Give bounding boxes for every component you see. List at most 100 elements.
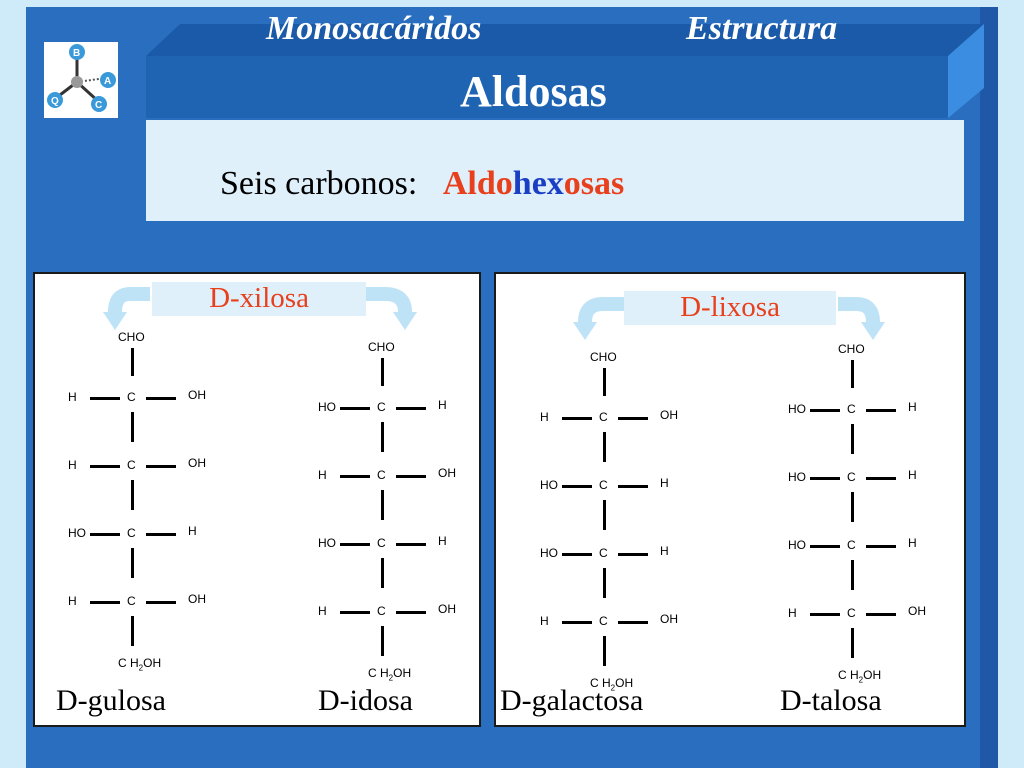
right-substituent: H [908,536,917,550]
header-left-text: Monosacáridos [266,10,482,47]
left-bond [340,543,370,546]
cho-label: CHO [838,342,865,356]
carbon-label: C [377,604,386,618]
left-substituent: H [540,410,549,424]
left-substituent: H [788,606,797,620]
left-substituent: H [318,604,327,618]
right-bond [146,533,176,536]
vertical-bond [131,412,134,442]
right-substituent: H [188,524,197,538]
left-bond [562,553,592,556]
left-substituent: H [318,468,327,482]
right-bond [396,543,426,546]
left-substituent: HO [788,470,806,484]
right-substituent: H [908,400,917,414]
left-bond [562,485,592,488]
right-substituent: OH [188,456,206,470]
left-substituent: HO [788,402,806,416]
carbon-label: C [847,402,856,416]
logo-letter-c: C [95,100,102,111]
right-bond [396,611,426,614]
left-substituent: HO [68,526,86,540]
left-bond [340,407,370,410]
right-substituent: H [438,534,447,548]
right-bond [866,409,896,412]
vertical-bond [131,480,134,510]
carbon-label: C [127,594,136,608]
header-right-text: Estructura [686,10,838,47]
ch2oh-label: C H2OH [368,666,412,683]
page-title: Aldosas [460,67,607,116]
vertical-bond [603,568,606,598]
vertical-bond [603,500,606,530]
right-substituent: OH [188,592,206,606]
left-substituent: H [540,614,549,628]
right-substituent: H [908,468,917,482]
cho-label: CHO [368,340,395,354]
right-bond [866,477,896,480]
vertical-bond [603,368,606,396]
carbon-label: C [599,546,608,560]
logo-letter-b: B [73,48,80,59]
carbon-label: C [377,536,386,550]
carbon-label: C [127,390,136,404]
header-3d-shape [146,24,984,118]
left-bond [810,477,840,480]
right-substituent: H [438,398,447,412]
vertical-bond [381,490,384,520]
carbon-label: C [377,468,386,482]
right-structure-panel [494,272,966,727]
vertical-bond [381,626,384,656]
ch2oh-label: C H2OH [118,656,162,673]
vertical-bond [131,616,134,646]
carbon-label: C [599,410,608,424]
left-structure-panel [33,272,481,727]
name-d-talosa: D-talosa [780,684,882,717]
right-bond [146,601,176,604]
subtitle-osas: osas [563,165,625,202]
left-substituent: HO [318,536,336,550]
right-substituent: OH [660,408,678,422]
carbon-label: C [599,478,608,492]
subtitle-prefix: Seis carbonos: [220,165,418,202]
left-substituent: H [68,390,77,404]
subtitle-aldo: Aldo [442,165,513,202]
name-d-idosa: D-idosa [318,684,413,717]
left-substituent: HO [788,538,806,552]
vertical-bond [381,422,384,452]
name-d-gulosa: D-gulosa [56,684,166,717]
molecule-logo-icon: B A C Q [47,44,116,112]
right-substituent: OH [188,388,206,402]
carbon-label: C [847,470,856,484]
vertical-bond [851,492,854,522]
right-substituent: OH [908,604,926,618]
header-band [146,56,948,118]
right-substituent: H [660,476,669,490]
right-bond [866,545,896,548]
carbon-label: C [847,538,856,552]
left-bond [90,601,120,604]
left-bond [90,397,120,400]
right-bond [396,475,426,478]
cho-label: CHO [590,350,617,364]
left-bond [340,475,370,478]
carbon-label: C [847,606,856,620]
left-substituent: HO [318,400,336,414]
left-substituent: H [68,458,77,472]
subtitle: Seis carbonos: Aldohexosas [220,165,624,203]
logo: B A C Q [44,42,118,118]
left-bond [90,533,120,536]
left-substituent: H [68,594,77,608]
right-bond [618,621,648,624]
slide-frame-edge [980,7,998,768]
right-bond [618,417,648,420]
left-bond [810,613,840,616]
vertical-bond [851,424,854,454]
name-d-galactosa: D-galactosa [500,684,644,717]
vertical-bond [851,560,854,590]
left-bond [810,545,840,548]
ch2oh-label: C H2OH [590,676,634,693]
vertical-bond [603,636,606,666]
carbon-label: C [599,614,608,628]
